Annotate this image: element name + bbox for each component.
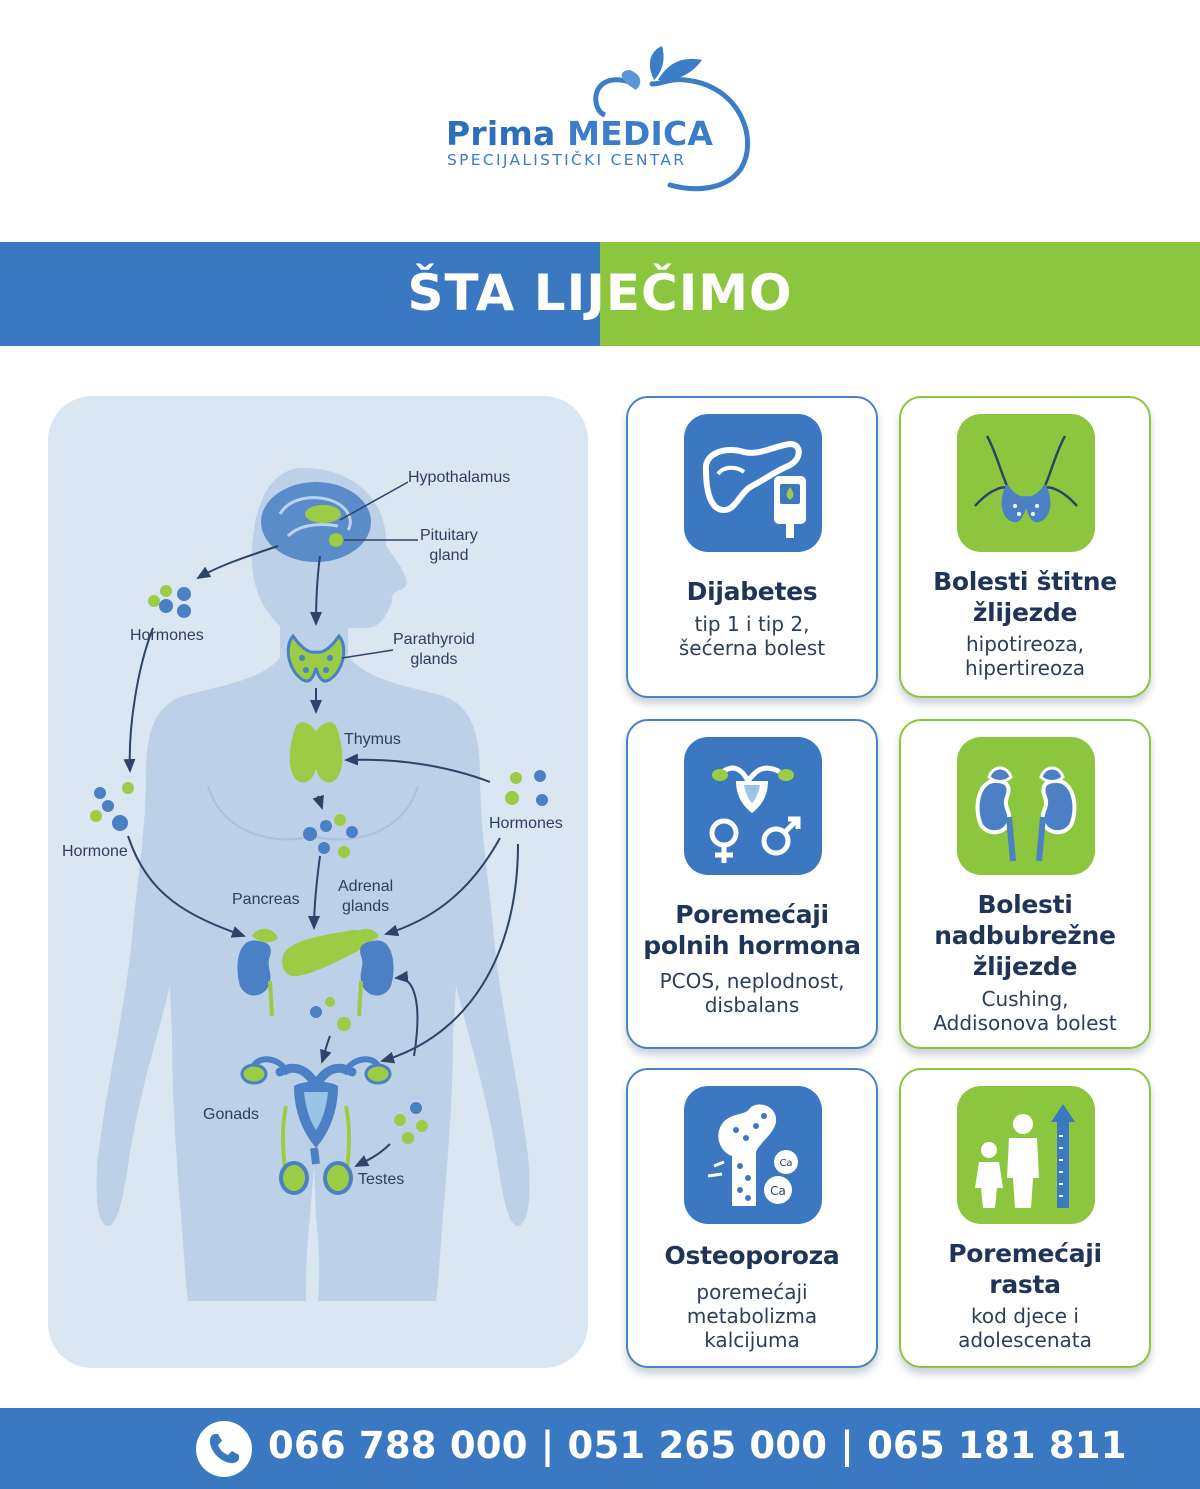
card-bolesti-stitne-zlijezde[interactable]: Bolesti štitne žlijezde hipotireoza, hip… [899,396,1151,698]
card-bolesti-nadbubrezne-zlijezde[interactable]: Bolesti nadbubrežne žlijezde Cushing, Ad… [899,719,1151,1049]
label-hormones-right: Hormones [489,815,563,832]
thyroid-organ [286,633,346,683]
card-osteoporoza[interactable]: Ca Ca Osteoporoza poremećaji metabolizma… [626,1068,878,1368]
label-gonads: Gonads [203,1106,260,1123]
uterus-gender-symbols-icon [684,737,822,875]
card-description: hipotireoza, hipertireoza [965,632,1085,680]
thymus-organ [289,722,343,783]
label-pituitary-gland: Pituitary gland [420,527,478,564]
children-growth-icon [957,1086,1095,1224]
contact-footer: 066 788 000 | 051 265 000 | 065 181 811 [0,1408,1200,1489]
brain-organ [261,482,371,562]
label-adrenal-glands: Adrenal glands [338,878,394,915]
pancreas-organ [282,930,365,977]
card-description: PCOS, neplodnost, disbalans [659,969,845,1017]
brand-logo: Prima MEDICA SPECIJALISTIČKI CENTAR [440,40,760,200]
bone-calcium-icon: Ca Ca [684,1086,822,1224]
label-testes: Testes [358,1171,405,1188]
card-title: Poremećaji rasta [948,1239,1102,1299]
apple-leaf-logo-icon [593,46,751,192]
card-title: Bolesti štitne žlijezde [933,567,1117,627]
card-description: kod djece i adolescenata [958,1304,1092,1352]
testes-organ [279,1105,353,1195]
calcium-label: Ca [779,1158,792,1169]
label-leader-lines [339,481,418,659]
card-poremecaji-rasta[interactable]: Poremećaji rasta kod djece i adolescenat… [899,1068,1151,1368]
card-poremecaji-polnih-hormona[interactable]: Poremećaji polnih hormona PCOS, neplodno… [626,719,878,1049]
calcium-label: Ca [770,1184,786,1198]
card-title: Dijabetes [686,577,818,606]
card-title: Poremećaji polnih hormona [643,900,861,960]
label-pancreas: Pancreas [232,891,300,908]
section-banner: ŠTA LIJEČIMO [0,242,1200,346]
label-thymus: Thymus [344,731,401,748]
brand-subtitle: SPECIJALISTIČKI CENTAR [447,151,687,169]
label-hormone-left: Hormone [62,843,128,860]
phone-numbers[interactable]: 066 788 000 | 051 265 000 | 065 181 811 [268,1424,1127,1467]
hormone-flow-arrows [123,545,519,1167]
card-title: Osteoporoza [664,1241,840,1270]
thyroid-neck-icon [957,414,1095,552]
endocrine-system-illustration [90,467,548,1301]
banner-title: ŠTA LIJEČIMO [407,264,793,322]
brand-name: Prima MEDICA [446,114,714,153]
label-hypothalamus: Hypothalamus [408,469,511,486]
endocrine-diagram-panel: Hypothalamus Pituitary gland Parathyroid… [48,396,588,1368]
phone-icon[interactable] [196,1421,252,1477]
uterus-organ [240,1056,392,1165]
hormone-particles [90,585,548,1144]
label-hormones-left: Hormones [130,627,204,644]
label-parathyroid-glands: Parathyroid glands [393,631,475,668]
card-description: poremećaji metabolizma kalcijuma [686,1280,818,1352]
card-dijabetes[interactable]: Dijabetes tip 1 i tip 2, šećerna bolest [626,396,878,698]
card-description: tip 1 i tip 2, šećerna bolest [678,612,826,660]
kidneys-adrenal-icon [957,737,1095,875]
card-description: Cushing, Addisonova bolest [933,987,1117,1035]
kidneys-organ [237,928,394,1017]
card-title: Bolesti nadbubrežne žlijezde [934,890,1116,981]
pancreas-glucometer-icon [684,414,822,552]
